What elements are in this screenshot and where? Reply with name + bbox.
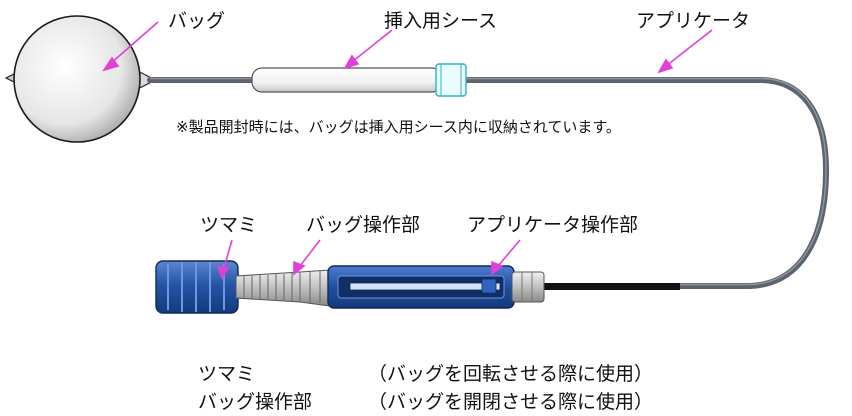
label-applicator-operation: アプリケータ操作部 [467, 214, 639, 236]
black-shaft [540, 283, 680, 290]
legend-desc: （バッグを回転させる際に使用） [368, 363, 654, 385]
bag-operation-section [235, 269, 331, 307]
label-sheath: 挿入用シース [384, 10, 498, 32]
label-bag-operation: バッグ操作部 [306, 214, 421, 236]
legend-name: バッグ操作部 [198, 391, 313, 413]
legend-name: ツマミ [198, 363, 256, 385]
legend-row-bag-operation: バッグ操作部 （バッグを開閉させる際に使用） [198, 390, 653, 414]
bag [4, 15, 158, 143]
legend-row-knob: ツマミ （バッグを回転させる際に使用） [198, 362, 653, 386]
applicator-tube [147, 77, 830, 289]
label-bag: バッグ [168, 10, 226, 32]
label-knob: ツマミ [200, 214, 258, 236]
knob [155, 260, 239, 314]
insertion-sheath [251, 63, 467, 97]
pointer-arrows [102, 21, 713, 280]
legend-desc: （バッグを開閉させる際に使用） [368, 391, 654, 413]
label-applicator: アプリケータ [636, 10, 751, 32]
applicator-operation-section [327, 265, 545, 309]
storage-note: ※製品開封時には、バッグは挿入用シース内に収納されています。 [176, 118, 621, 136]
